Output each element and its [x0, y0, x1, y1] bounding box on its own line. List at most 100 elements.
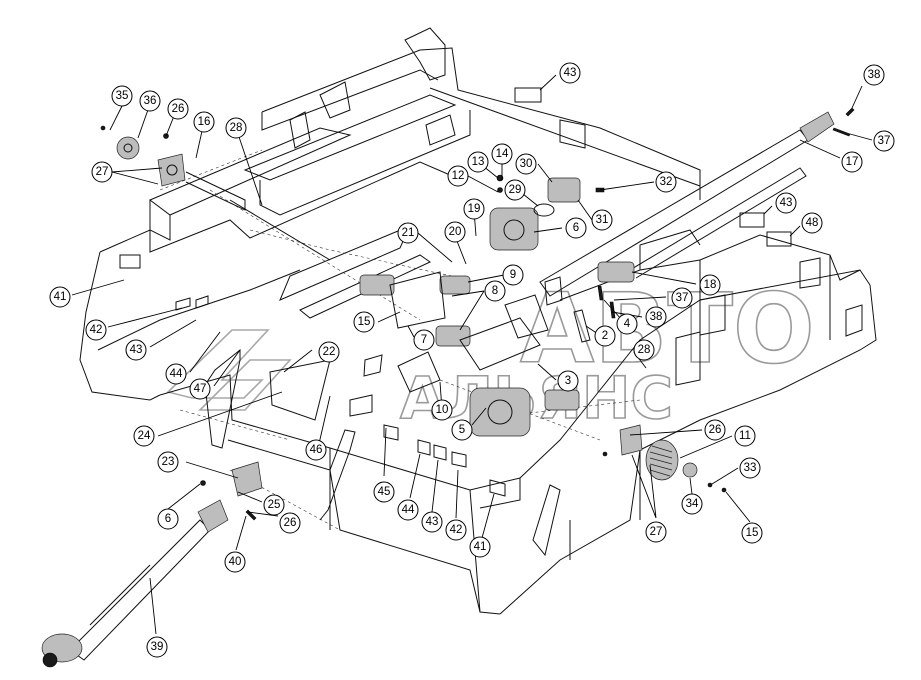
callout-circle [559, 62, 581, 84]
leader-5 [471, 407, 487, 426]
callout-circle [645, 306, 667, 328]
frame-back-beam-lower [429, 87, 701, 187]
callout-label: 13 [472, 156, 485, 168]
callout-circle [841, 151, 863, 173]
front-mid-plate [319, 429, 356, 521]
callout-9: 9 [502, 264, 524, 286]
callout-label: 28 [638, 344, 651, 356]
frame-back-edge [261, 47, 701, 200]
leader-6a [533, 227, 563, 233]
mid-right-post [639, 229, 701, 270]
callout-label: 6 [165, 513, 171, 525]
leader-39 [149, 577, 157, 635]
callout-43: 43 [421, 511, 443, 533]
u-joint-mid [439, 275, 471, 295]
callout-circle [451, 419, 473, 441]
callout-4: 4 [616, 313, 638, 335]
callout-label: 6 [573, 222, 579, 234]
leader-9 [467, 274, 505, 283]
callout-label: 26 [284, 517, 297, 529]
callout-15: 15 [741, 522, 763, 544]
callout-label: 44 [402, 504, 415, 516]
callout-label: 43 [130, 344, 143, 356]
callout-circle [224, 551, 246, 573]
leader-4 [603, 299, 623, 321]
callout-3: 3 [557, 370, 579, 392]
callout-39: 39 [146, 636, 168, 658]
callout-13: 13 [467, 151, 489, 173]
callout-circle [734, 425, 756, 447]
callout-circle [318, 341, 340, 363]
callout-label: 42 [90, 324, 103, 336]
bolt-right [602, 451, 608, 457]
callout-30: 30 [515, 153, 537, 175]
leader-43d [431, 459, 439, 513]
decal-left-strip [175, 295, 209, 311]
callout-label: 5 [459, 424, 465, 436]
callout-label: 4 [624, 318, 631, 330]
callout-label: 15 [746, 527, 759, 539]
leader-25 [237, 491, 263, 503]
leader-15b [725, 491, 751, 523]
bolt [100, 125, 106, 131]
decal-41-left [119, 254, 141, 269]
callout-circle [699, 274, 721, 296]
u-joint-right [544, 389, 580, 411]
callout-label: 32 [660, 176, 673, 188]
links [544, 276, 591, 343]
callout-15: 15 [353, 311, 375, 333]
callout-circle [655, 171, 677, 193]
callout-21: 21 [397, 222, 419, 244]
callout-circle [873, 130, 895, 152]
callout-circle [413, 329, 435, 351]
callout-label: 45 [378, 486, 391, 498]
callout-6: 6 [157, 508, 179, 530]
callout-label: 12 [452, 170, 465, 182]
callout-47: 47 [189, 378, 211, 400]
callout-label: 14 [496, 148, 509, 160]
callout-label: 10 [436, 404, 449, 416]
callout-16: 16 [193, 111, 215, 133]
callout-44: 44 [165, 363, 187, 385]
callout-42: 42 [445, 519, 467, 541]
leader-15a [377, 311, 401, 323]
leader-8a [451, 290, 485, 331]
callout-circle [444, 221, 466, 243]
callout-label: 33 [744, 462, 757, 474]
callout-label: 17 [846, 156, 859, 168]
callout-18: 18 [699, 274, 721, 296]
bolt-33 [707, 482, 713, 488]
callout-41: 41 [49, 286, 71, 308]
callout-label: 37 [878, 135, 891, 147]
callout-circle [863, 64, 885, 86]
decal-48 [766, 231, 792, 247]
callout-42: 42 [85, 319, 107, 341]
callout-label: 16 [198, 116, 211, 128]
callout-34: 34 [681, 493, 703, 515]
callout-label: 19 [468, 203, 481, 215]
decal-small [363, 354, 383, 377]
leader-43b [763, 205, 773, 215]
rear-left-beam [149, 127, 352, 216]
decal-43-right [739, 212, 765, 228]
front-left-plate [204, 348, 241, 449]
inner-cross-beam [243, 94, 457, 181]
callout-27: 27 [645, 521, 667, 543]
nut-13 [496, 174, 504, 182]
leader-44a [189, 331, 221, 373]
leader-35 [109, 105, 123, 131]
callout-circle [616, 313, 638, 335]
callout-label: 41 [54, 291, 67, 303]
rear-left-beam-end [149, 200, 171, 241]
leader-42a [107, 307, 183, 328]
callout-label: 30 [520, 158, 533, 170]
callout-36: 36 [139, 90, 161, 112]
callout-circle [775, 192, 797, 214]
bearing-flange-27 [157, 153, 186, 187]
callout-circle [504, 179, 526, 201]
leader-21 [417, 232, 453, 263]
callout-label: 26 [172, 103, 185, 115]
callout-label: 42 [450, 524, 463, 536]
right-front-panel [569, 450, 641, 560]
